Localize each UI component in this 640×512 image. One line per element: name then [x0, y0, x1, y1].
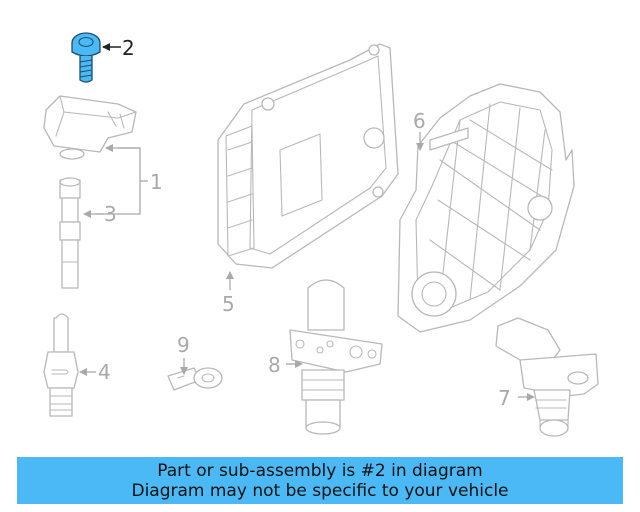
spark-plug-part-4: [43, 313, 79, 417]
bolt-part-2[interactable]: [71, 32, 101, 83]
callout-8: 8: [268, 353, 281, 377]
knock-sensor-part-9: [167, 367, 223, 391]
callout-9: 9: [177, 333, 190, 357]
ignition-coil-part-1: [43, 95, 137, 289]
sensor-part-7: [495, 317, 599, 437]
callout-1: 1: [150, 170, 163, 194]
ecm-part-5: [217, 43, 399, 269]
callout-5: 5: [222, 292, 235, 316]
diagram-notice-banner: Part or sub-assembly is #2 in diagram Di…: [17, 457, 623, 504]
bracket-part-6: [397, 83, 575, 333]
callout-4: 4: [98, 360, 111, 384]
callout-6: 6: [413, 109, 426, 133]
banner-line-2: Diagram may not be specific to your vehi…: [131, 480, 509, 501]
banner-line-1: Part or sub-assembly is #2 in diagram: [157, 460, 483, 481]
sensor-part-8: [289, 279, 383, 435]
callout-7: 7: [498, 386, 511, 410]
callout-2: 2: [122, 36, 135, 60]
callout-3: 3: [104, 202, 117, 226]
